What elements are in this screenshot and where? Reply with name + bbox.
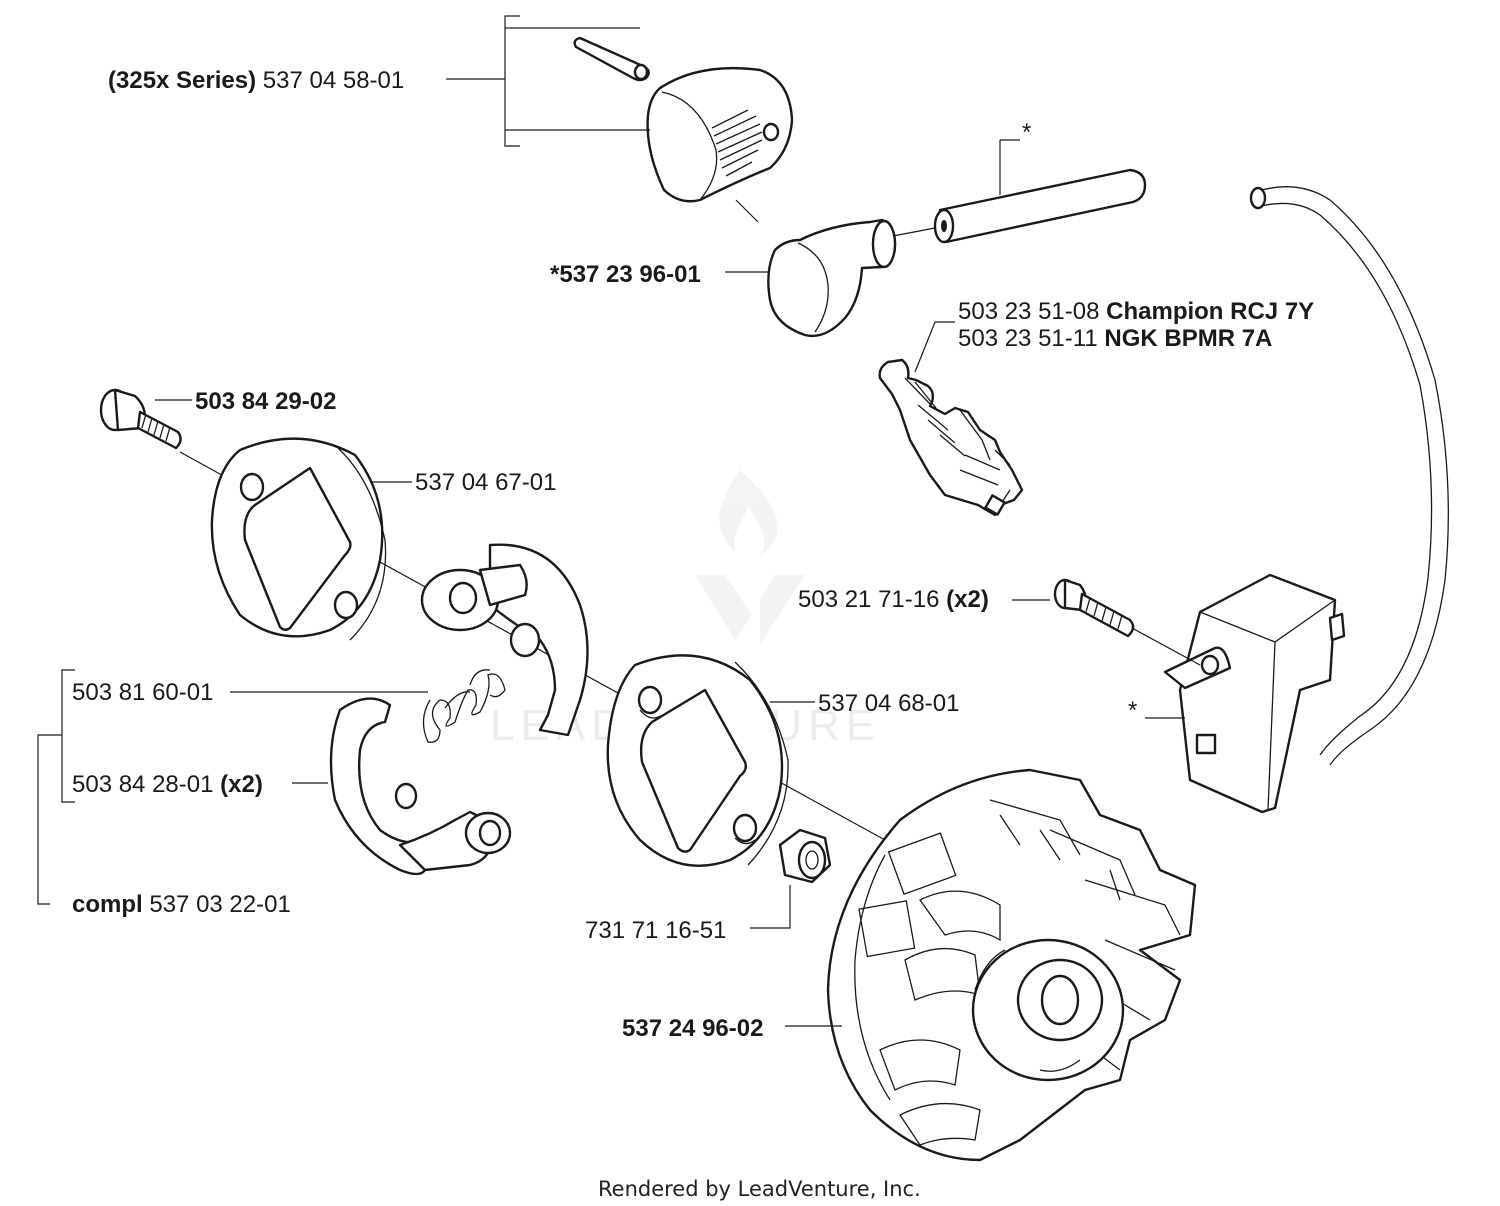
- flywheel-icon: [826, 768, 1197, 1162]
- hex-screw: [99, 388, 182, 450]
- flywheel-label: 537 24 96-02: [622, 1015, 763, 1042]
- ignition-screw-label: 503 21 71-16 (x2): [798, 586, 989, 613]
- cover-label: (325x Series) 537 04 58-01: [108, 67, 404, 94]
- tube-mark: *: [1022, 119, 1031, 146]
- flange-nut: [778, 828, 832, 884]
- clutch-plate-a: [210, 437, 387, 641]
- cover-pin: [573, 36, 650, 82]
- screw-top-label: 503 84 29-02: [195, 388, 336, 415]
- clutch-plate-b: [606, 654, 789, 867]
- footer-credit: Rendered by LeadVenture, Inc.: [598, 1177, 921, 1201]
- shoe-label: 503 84 28-01 (x2): [72, 771, 263, 798]
- nut-label: 731 71 16-51: [585, 917, 726, 944]
- plug-a-label: 503 23 51-08 Champion RCJ 7Y: [958, 298, 1314, 325]
- boot-label: *537 23 96-01: [550, 261, 701, 288]
- plate-b-label: 537 04 68-01: [818, 690, 959, 717]
- spring-icon: [422, 669, 506, 743]
- plate-a-label: 537 04 67-01: [415, 469, 556, 496]
- spark-plug-cover: [646, 66, 794, 203]
- ignition-lead-tube: [933, 168, 1147, 244]
- module-mark: *: [1128, 697, 1137, 724]
- ignition-module-icon: [1163, 573, 1346, 814]
- ignition-screw: [1053, 578, 1135, 638]
- plug-b-label: 503 23 51-11 NGK BPMR 7A: [958, 325, 1272, 352]
- clutch-shoe-icon: [420, 543, 589, 737]
- watermark-logo: [695, 470, 805, 645]
- clutch-shoe-lower: [329, 697, 512, 876]
- compl-label: compl 537 03 22-01: [72, 891, 291, 918]
- spark-plug-icon: [878, 358, 1024, 517]
- spark-plug-boot: [767, 218, 897, 338]
- spring-label: 503 81 60-01: [72, 679, 213, 706]
